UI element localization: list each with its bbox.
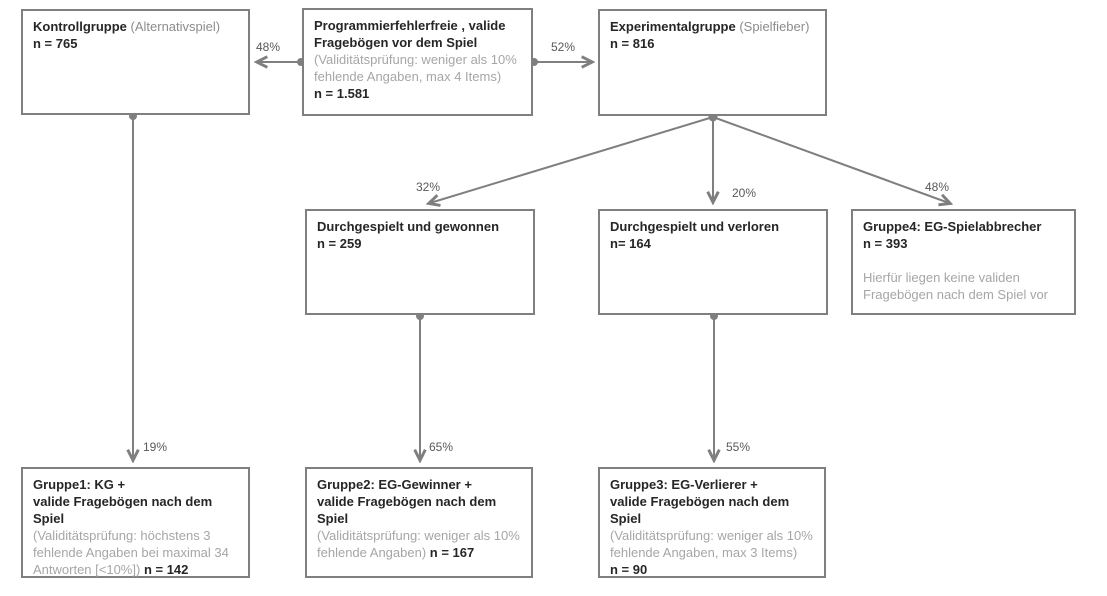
edge-label-to-won: 32% <box>416 180 441 194</box>
box-pregame-questionnaire: Programmierfehlerfreie , valide Fragebög… <box>302 8 533 116</box>
box-gruppe3-title-line2: valide Fragebögen nach dem Spiel <box>610 494 790 526</box>
box-experimentalgruppe: Experimentalgruppe (Spielfieber) n = 816 <box>598 9 827 116</box>
box-gruppe4-title: Gruppe4: EG-Spielabbrecher <box>863 219 1042 234</box>
box-durchgespielt-gewonnen: Durchgespielt und gewonnen n = 259 <box>305 209 535 315</box>
box-gruppe3-eg-verlierer: Gruppe3: EG-Verlierer + valide Frageböge… <box>598 467 826 578</box>
box-kontrollgruppe-n: n = 765 <box>33 36 78 51</box>
box-gruppe4-n: n = 393 <box>863 236 908 251</box>
box-gruppe1-title-line1: Gruppe1: KG + <box>33 477 126 492</box>
box-kontrollgruppe-title-note: (Alternativspiel) <box>130 19 221 34</box>
box-durchgespielt-verloren: Durchgespielt und verloren n= 164 <box>598 209 828 315</box>
box-gruppe2-n: n = 167 <box>429 545 475 560</box>
box-lost-n: n= 164 <box>610 236 651 251</box>
box-won-title: Durchgespielt und gewonnen <box>317 219 500 234</box>
box-pregame-n: n = 1.581 <box>314 86 370 101</box>
box-gruppe1-kg: Gruppe1: KG + valide Fragebögen nach dem… <box>21 467 250 578</box>
box-kontrollgruppe-title: Kontrollgruppe <box>33 19 127 34</box>
edge-experimentalgruppe-to-won <box>430 116 714 203</box>
edge-experimentalgruppe-to-gruppe4 <box>712 116 949 203</box>
edge-label-to-kontrollgruppe: 48% <box>256 40 281 54</box>
box-gruppe2-note: (Validitätsprüfung: weniger als 10% fehl… <box>317 528 520 560</box>
box-gruppe2-title-line1: Gruppe2: EG-Gewinner + <box>317 477 472 492</box>
box-gruppe4-spielabbrecher: Gruppe4: EG-Spielabbrecher n = 393 Hierf… <box>851 209 1076 315</box>
box-gruppe3-note: (Validitätsprüfung: weniger als 10% fehl… <box>610 528 813 560</box>
box-gruppe1-title-line2: valide Fragebögen nach dem Spiel <box>33 494 213 526</box>
box-experimentalgruppe-n: n = 816 <box>610 36 655 51</box>
box-gruppe1-note: (Validitätsprüfung: höchstens 3 fehlende… <box>33 528 229 577</box>
box-gruppe2-eg-gewinner: Gruppe2: EG-Gewinner + valide Fragebögen… <box>305 467 533 578</box>
box-experimentalgruppe-title: Experimentalgruppe <box>610 19 736 34</box>
box-experimentalgruppe-title-note: (Spielfieber) <box>739 19 810 34</box>
box-gruppe2-title-line2: valide Fragebögen nach dem Spiel <box>317 494 497 526</box>
box-gruppe1-n: n = 142 <box>143 562 189 577</box>
box-gruppe3-title-line1: Gruppe3: EG-Verlierer + <box>610 477 758 492</box>
edge-label-to-gruppe4: 48% <box>925 180 950 194</box>
box-gruppe3-n: n = 90 <box>610 562 648 577</box>
box-won-n: n = 259 <box>317 236 362 251</box>
edge-label-to-lost: 20% <box>732 186 757 200</box>
edge-label-to-gruppe1: 19% <box>143 440 168 454</box>
edge-label-to-gruppe3: 55% <box>726 440 751 454</box>
spacer <box>863 252 1064 269</box>
box-pregame-note: (Validitätsprüfung: weniger als 10% fehl… <box>314 52 517 84</box>
edge-label-to-gruppe2: 65% <box>429 440 454 454</box>
box-pregame-title: Programmierfehlerfreie , valide Fragebög… <box>314 18 506 50</box>
box-lost-title: Durchgespielt und verloren <box>610 219 780 234</box>
box-gruppe4-note: Hierfür liegen keine validen Fragebögen … <box>863 270 1049 302</box>
edge-label-to-experimentalgruppe: 52% <box>551 40 576 54</box>
box-kontrollgruppe: Kontrollgruppe (Alternativspiel) n = 765 <box>21 9 250 115</box>
